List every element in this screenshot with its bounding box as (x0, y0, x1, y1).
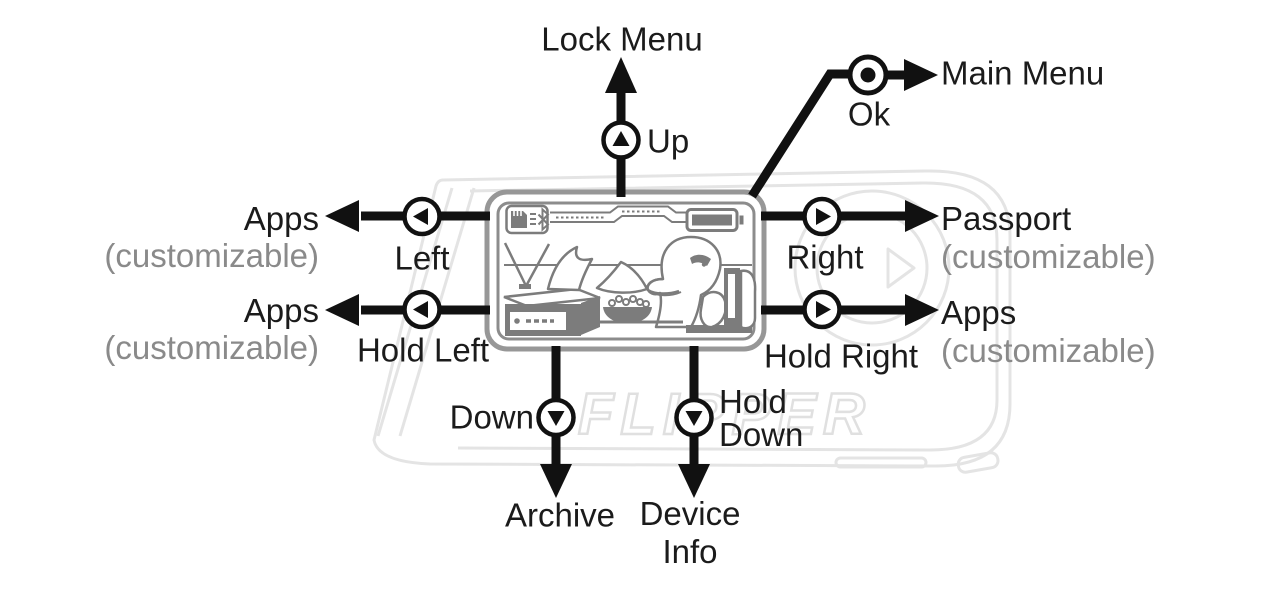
up-button-icon (601, 120, 641, 160)
ok-button-icon (847, 54, 889, 96)
circuit-trace (550, 215, 686, 223)
battery-icon (685, 208, 739, 232)
action-text: Apps (243, 200, 319, 237)
left-button-label: Left (394, 239, 450, 277)
down-button-label: Down (449, 398, 534, 436)
right-button-icon (802, 196, 842, 237)
hold-right-button-icon (802, 289, 842, 330)
left-button-icon (402, 196, 442, 237)
dpad-outline (793, 189, 951, 347)
arrowhead-passport (905, 200, 939, 232)
bottom-clip (956, 451, 1000, 474)
customizable-note: (customizable) (941, 238, 1156, 275)
sd-card-icon (511, 211, 527, 228)
lock-menu-label: Lock Menu (541, 20, 703, 58)
up-button-label: Up (647, 122, 690, 160)
hold-left-button-label: Hold Left (356, 331, 490, 369)
bottom-slot (834, 456, 928, 469)
device-body-outline: FLIPPER (372, 169, 1012, 474)
right-action-label: Passport (customizable) (941, 200, 1156, 276)
bluetooth-icon (537, 207, 550, 232)
device-info-label: Device Info (639, 495, 741, 570)
down-button-icon (536, 397, 576, 438)
ok-button-label: Ok (847, 95, 891, 133)
dpad-play-mark (886, 247, 916, 289)
arrowhead-main-menu (904, 59, 938, 91)
customizable-note: (customizable) (941, 332, 1156, 369)
action-text: Passport (941, 200, 1072, 237)
arrowhead-apps-hold-right (905, 294, 939, 326)
hold-down-button-icon (674, 397, 714, 438)
arrowhead-apps-hold-left (325, 294, 359, 326)
arrowhead-device-info (678, 464, 710, 498)
customizable-note: (customizable) (104, 329, 319, 366)
customizable-note: (customizable) (104, 237, 319, 274)
arrowheads (325, 57, 939, 498)
main-menu-label: Main Menu (941, 54, 1105, 92)
action-text: Apps (941, 294, 1017, 331)
arrowhead-apps-left (325, 200, 359, 232)
hold-right-action-label: Apps (customizable) (941, 294, 1156, 370)
hold-right-button-label: Hold Right (763, 337, 919, 375)
tv-side (581, 296, 600, 335)
statusbar-frame (505, 204, 549, 235)
tv-antenna (503, 242, 551, 289)
hold-left-action-label: Apps (customizable) (104, 292, 319, 366)
action-text: Apps (243, 292, 319, 329)
arrowhead-archive (540, 464, 572, 498)
flipper-logo-text: FLIPPER (578, 382, 872, 447)
left-action-label: Apps (customizable) (104, 200, 319, 274)
hold-left-button-icon (402, 289, 442, 330)
popcorn-bowl (603, 307, 652, 322)
hold-down-button-label: Hold Down (719, 383, 804, 453)
archive-label: Archive (504, 496, 616, 534)
right-button-label: Right (786, 238, 864, 276)
circuit-trace (550, 205, 686, 214)
dolphin-tail-fin (546, 245, 594, 292)
dolphin-snout (646, 277, 680, 295)
connector-lines (361, 69, 909, 467)
idle-screen-artwork (503, 204, 757, 336)
couch-armrest (739, 269, 757, 330)
arrowhead-lock-menu (605, 57, 637, 93)
connector-ok-to-screen (748, 69, 850, 199)
dolphin-arm (699, 290, 727, 329)
dolphin-flipper (595, 260, 649, 294)
